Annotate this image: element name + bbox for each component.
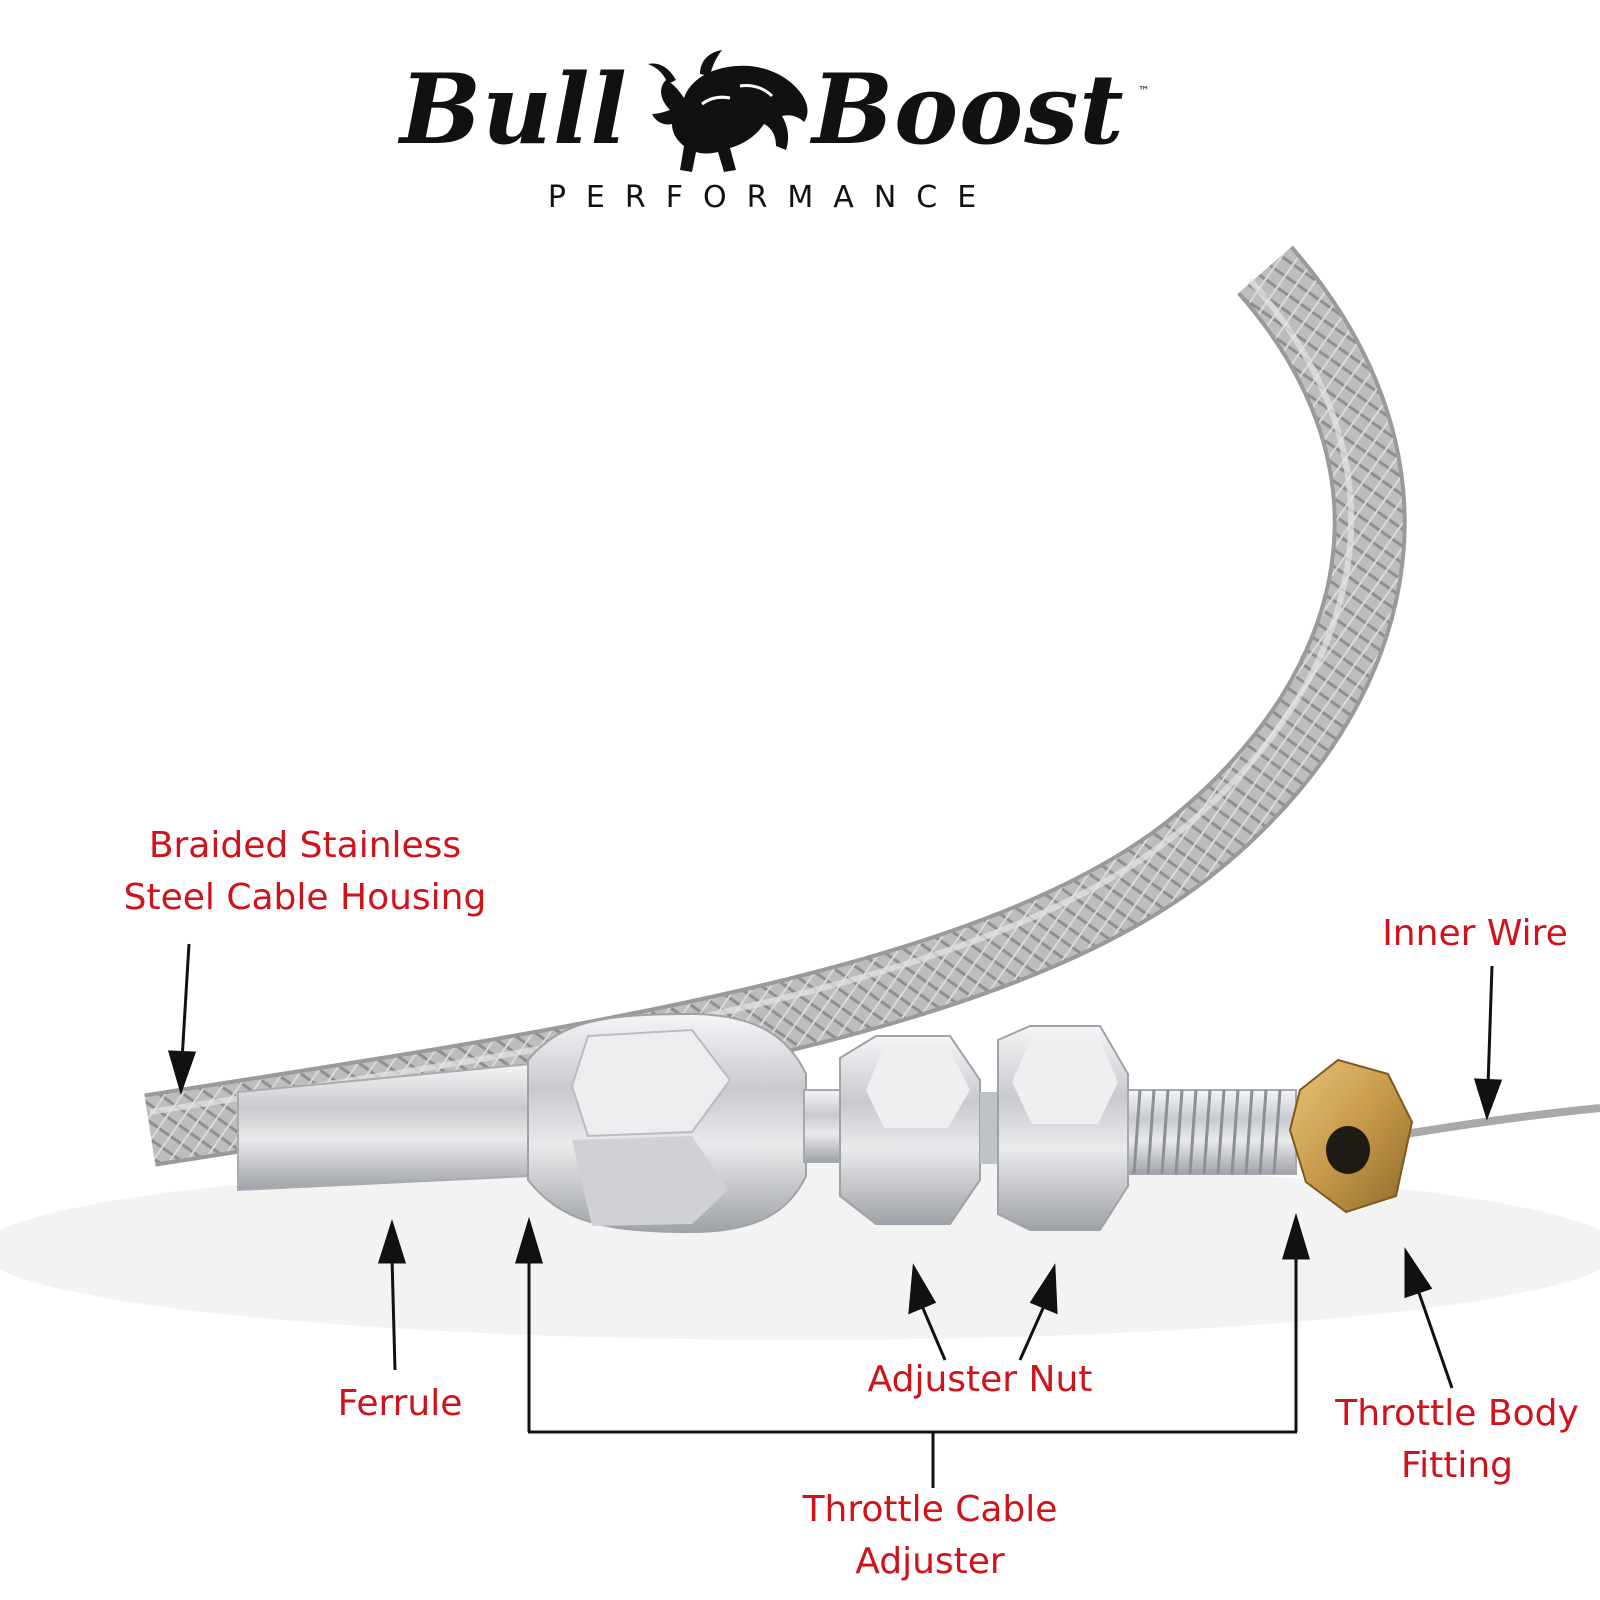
adjuster-hex-face bbox=[570, 1028, 732, 1138]
fitting-bore bbox=[1326, 1126, 1370, 1174]
label-adjuster-nut: Adjuster Nut bbox=[867, 1359, 1093, 1400]
arrow-housing-icon bbox=[167, 1050, 197, 1095]
arrow-adjuster-right-icon bbox=[1281, 1212, 1311, 1260]
brand-subtitle: PERFORMANCE bbox=[547, 180, 997, 215]
arrow-nut-2-icon bbox=[1029, 1263, 1058, 1315]
adjuster-nut-1-face bbox=[866, 1046, 970, 1128]
adjuster-nut-2-face bbox=[1012, 1036, 1118, 1124]
adjuster-neck bbox=[803, 1089, 841, 1163]
label-inner-wire: Inner Wire bbox=[1382, 913, 1568, 954]
label-braided-housing: Braided Stainless Steel Cable Housing bbox=[100, 820, 510, 924]
braided-housing-highlight bbox=[149, 278, 1355, 1115]
arrow-adjuster-left-icon bbox=[514, 1216, 544, 1264]
charging-bull-icon bbox=[648, 50, 808, 172]
label-braided-housing-line2: Steel Cable Housing bbox=[123, 877, 487, 918]
adjuster-hex-face-lower bbox=[572, 1136, 728, 1226]
thread-gap bbox=[980, 1092, 998, 1164]
label-braided-housing-line1: Braided Stainless bbox=[148, 825, 462, 866]
thread-lines bbox=[1132, 1089, 1282, 1175]
label-throttle-cable-adjuster-line2: Adjuster bbox=[855, 1541, 1005, 1582]
brand-word-right: Boost bbox=[812, 53, 1125, 166]
label-throttle-cable-adjuster: Throttle Cable Adjuster bbox=[780, 1484, 1080, 1588]
threaded-stud bbox=[1127, 1089, 1297, 1175]
floor-reflection bbox=[0, 1160, 1600, 1340]
brand-word-left: Bull bbox=[400, 53, 628, 166]
callout-arrows bbox=[167, 943, 1503, 1488]
arrow-nut-1-icon bbox=[908, 1263, 937, 1315]
label-throttle-cable-adjuster-line1: Throttle Cable bbox=[802, 1489, 1058, 1530]
arrow-ferrule-icon bbox=[377, 1219, 407, 1264]
arrow-fitting-icon bbox=[1404, 1247, 1433, 1299]
label-throttle-body-fitting-line2: Fitting bbox=[1401, 1445, 1513, 1486]
label-throttle-body-fitting: Throttle Body Fitting bbox=[1322, 1388, 1592, 1492]
label-ferrule: Ferrule bbox=[337, 1383, 463, 1424]
trademark-symbol: ™ bbox=[1138, 84, 1150, 98]
label-throttle-body-fitting-line1: Throttle Body bbox=[1335, 1393, 1579, 1434]
arrow-inner-wire-icon bbox=[1473, 1078, 1503, 1121]
